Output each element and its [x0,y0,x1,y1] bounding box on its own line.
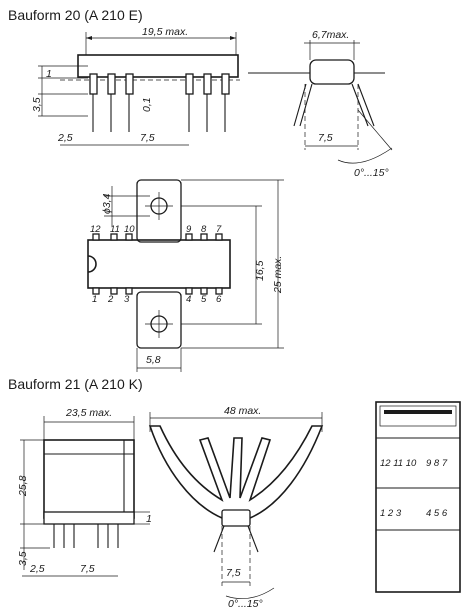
form21-heatsink-view: 48 max. 7,5 0°...15° [148,405,324,610]
form21-top-body [375,401,461,593]
form20-end-view: 6,7max. 7,5 0°...15° [248,29,393,179]
dim-lead-angle-21: 0°...15° [228,598,263,610]
form21-ic-body [221,509,251,527]
dim-pitch-span-21: 7,5 [80,563,95,575]
dim-pitch-left-21: 2,5 [29,563,45,575]
form21-top-view: 12 11 10 9 8 7 1 2 3 4 5 6 [375,401,461,593]
form21-pins-top-left: 12 11 10 [380,458,417,469]
dim-hole-dia: ϕ3,4 [101,193,113,214]
dim-pin-top: 1 [46,68,52,80]
dim-fin-width-max: 48 max. [224,405,261,417]
dim-pitch-span: 7,5 [140,132,155,144]
form20-side-pins [89,73,230,132]
form20-side-view: 19,5 max. 1 3,5 0,1 2,5 7,5 [31,26,240,146]
heading-bauform-21: Bauform 21 (A 210 K) [8,376,143,392]
dim-pitch-left: 2,5 [57,132,73,144]
dim-pin-height-21: 3,5 [17,551,29,566]
dim-row-spacing-21: 7,5 [226,567,241,579]
form21-pins-bottom-right: 4 5 6 [426,508,448,519]
dim-total-max: 25 max. [272,256,284,294]
pin-label-11: 11 [110,224,120,235]
dim-tab-span: 16,5 [254,260,266,281]
dim-pin-top-21: 1 [146,513,152,525]
form21-front-view: 23,5 max. 25,8 3,5 1 2,5 7,5 [17,407,152,577]
heatsink-fins [148,425,324,519]
form20-top-view: ϕ3,4 12 11 10 9 8 7 1 2 3 4 5 6 [87,179,284,372]
dim-pin-height: 3,5 [31,97,43,112]
pin-label-3: 3 [124,294,130,305]
pin-label-7: 7 [216,224,222,235]
form21-front-body [43,439,135,519]
form21-pins-top-right: 9 8 7 [426,458,448,469]
pin-label-9: 9 [186,224,192,235]
pin-label-5: 5 [201,294,207,305]
pin-label-10: 10 [124,224,135,235]
dim-lead-angle: 0°...15° [354,167,389,179]
dim-length-max: 19,5 max. [142,26,188,38]
dim-width-max: 23,5 max. [65,407,112,419]
form20-end-body [309,59,355,85]
dim-pin-width: 0,1 [141,97,153,112]
dim-height: 25,8 [17,475,29,497]
pin-label-4: 4 [186,294,191,305]
pin-label-1: 1 [92,294,97,305]
form21-front-pins [53,524,119,548]
heading-bauform-20: Bauform 20 (A 210 E) [8,7,143,23]
pin-label-12: 12 [90,224,101,235]
pin-label-2: 2 [107,294,114,305]
dim-tab-width: 5,8 [146,354,161,366]
form20-top-body [87,239,231,289]
form21-pins-bottom-left: 1 2 3 [380,508,402,519]
form20-top-pin-stubs [92,233,223,295]
pin-label-6: 6 [216,294,222,305]
dim-row-spacing: 7,5 [318,132,333,144]
form20-side-body [77,54,239,78]
pin-label-8: 8 [201,224,207,235]
dim-body-width-max: 6,7max. [312,29,349,41]
